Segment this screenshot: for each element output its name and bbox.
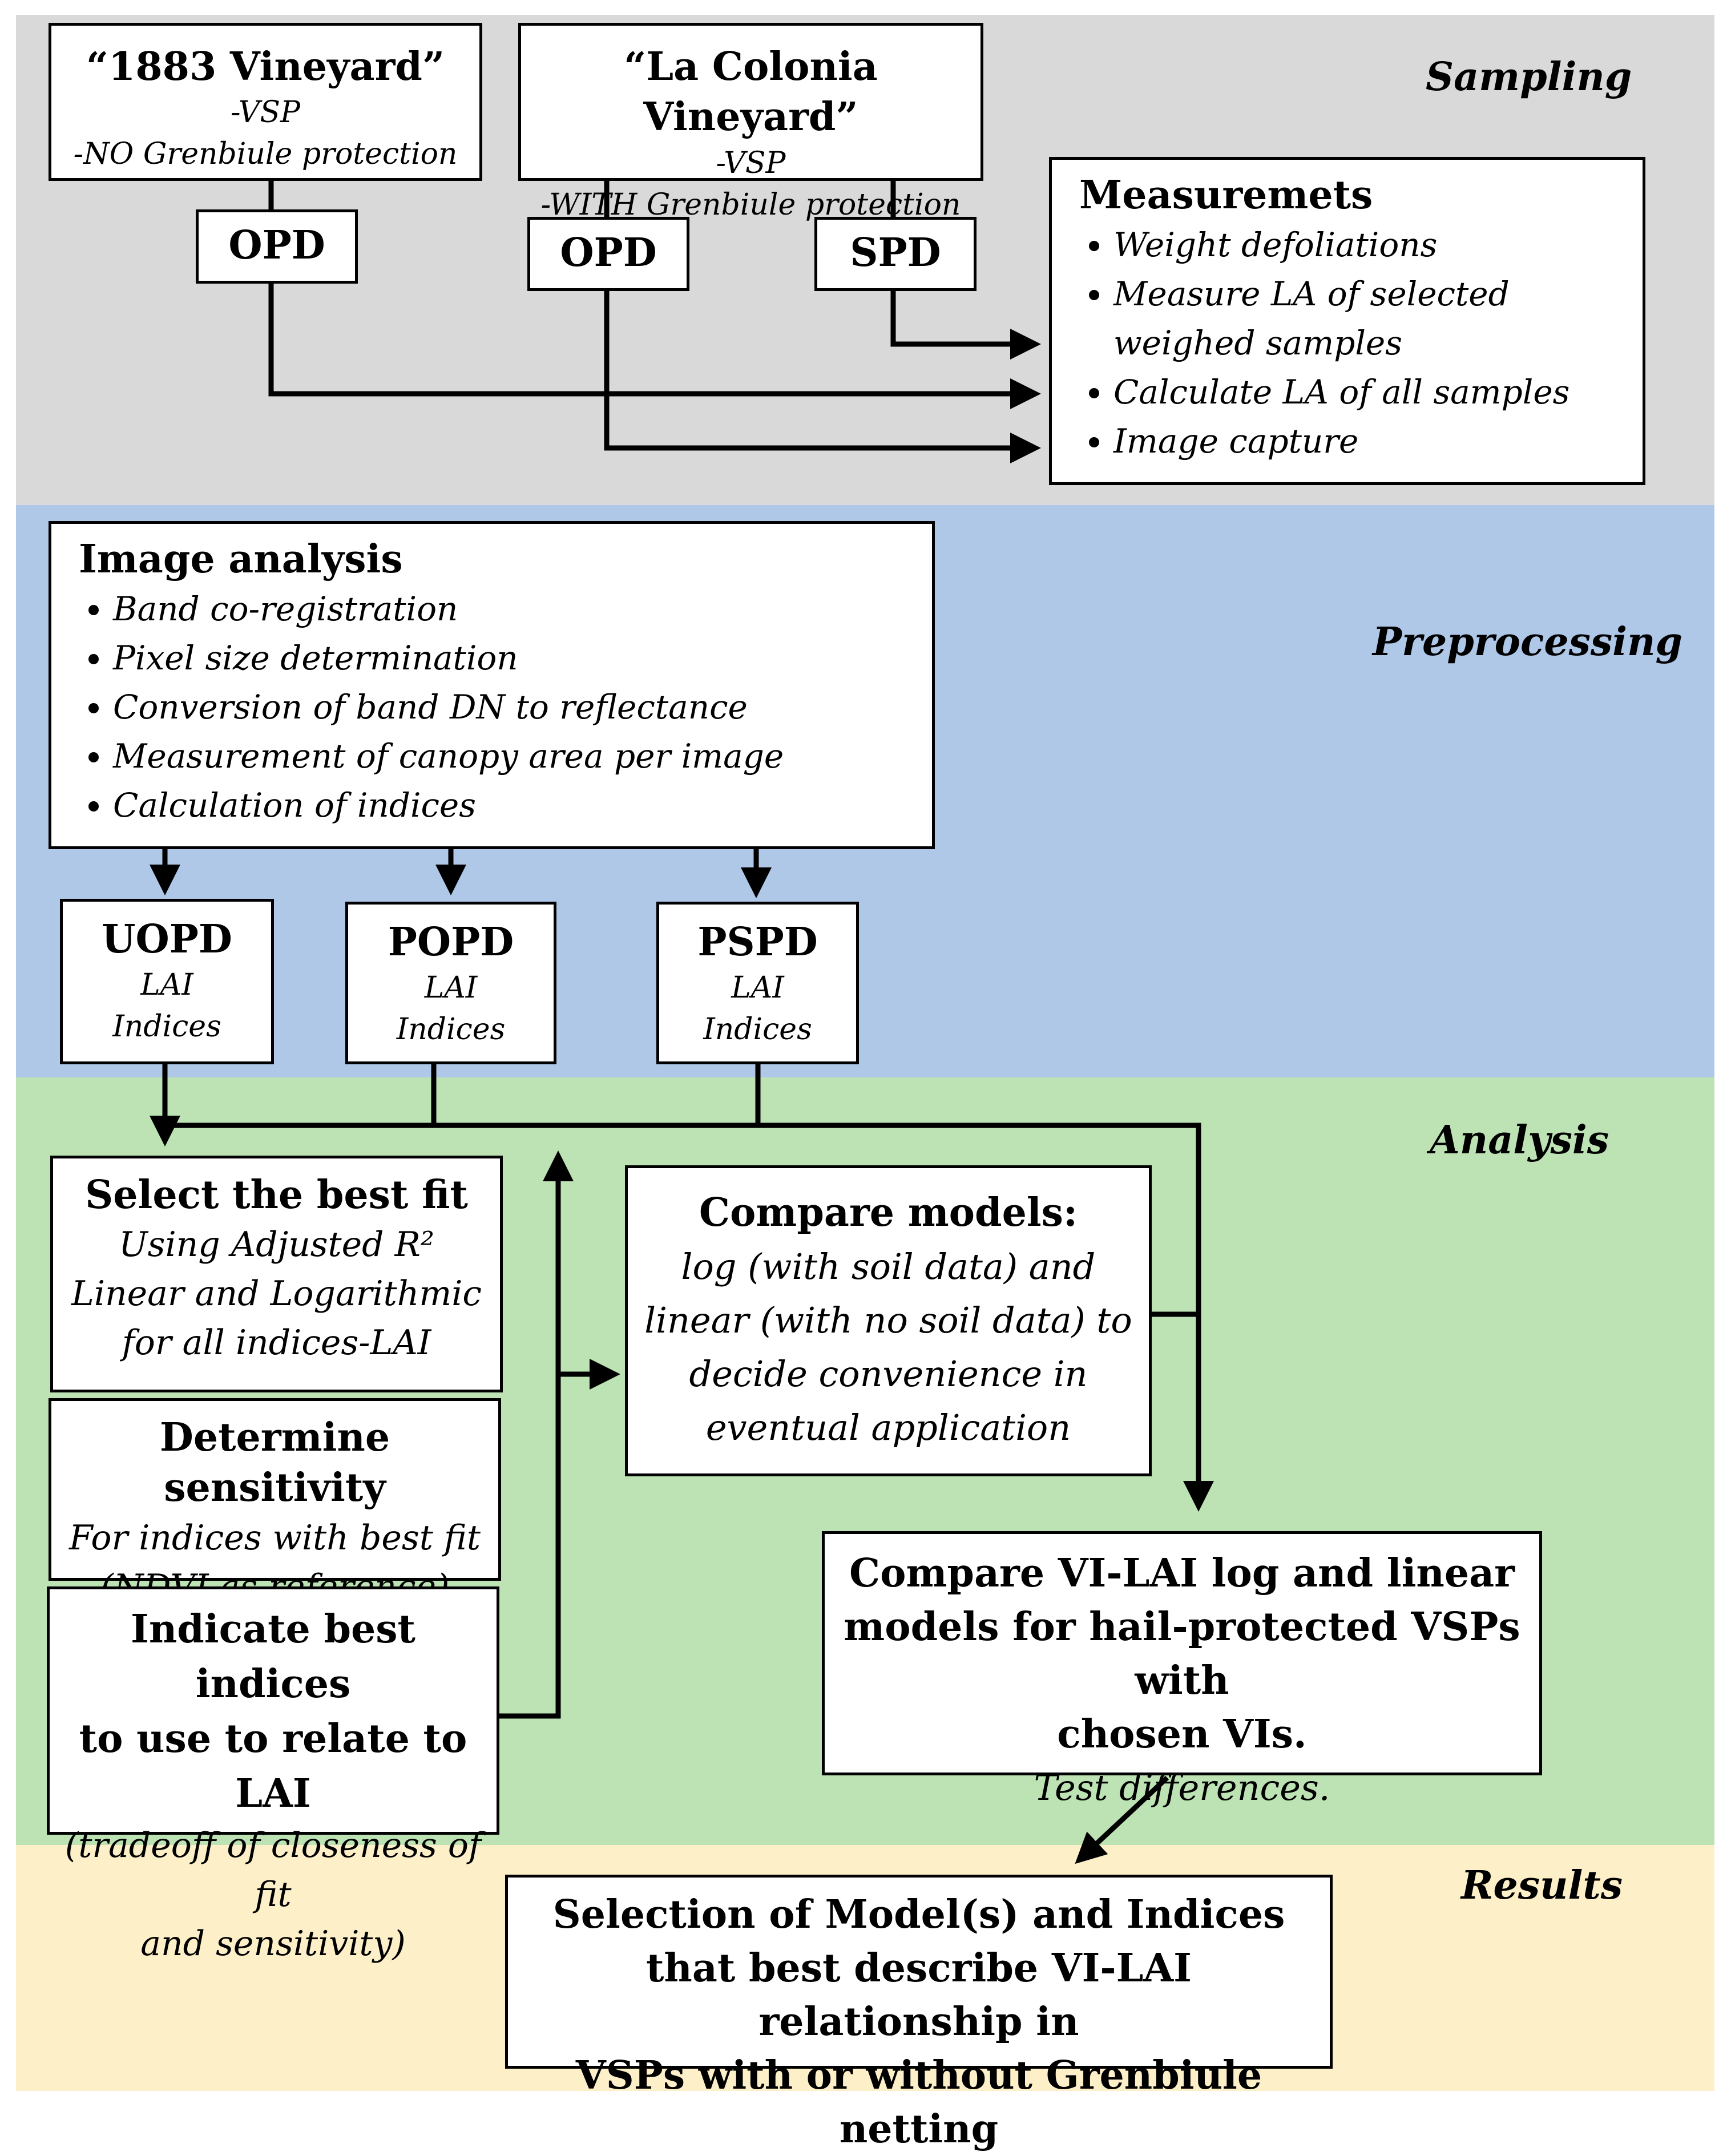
measurements-box: Measuremets Weight defoliations Measure … — [1049, 157, 1645, 485]
section-label-analysis: Analysis — [1430, 1117, 1609, 1163]
compare-models-title: Compare models: — [699, 1190, 1078, 1236]
image-analysis-box: Image analysis Band co-registration Pixe… — [49, 521, 935, 849]
arrow-best-indices-up — [498, 1150, 574, 1719]
measurements-item: Measure LA of selected weighed samples — [1113, 269, 1643, 368]
dataset-line: LAI — [731, 971, 784, 1006]
measurements-title: Measuremets — [1079, 172, 1373, 218]
opd-box-la-colonia: OPD — [527, 217, 689, 291]
sensitivity-line: For indices with best fit — [68, 1517, 481, 1558]
image-analysis-item: Calculation of indices — [113, 781, 932, 830]
dataset-box-pspd: PSPD LAI Indices — [656, 902, 859, 1064]
best-fit-box: Select the best fit Using Adjusted R² Li… — [50, 1156, 503, 1392]
dataset-title: POPD — [388, 919, 514, 965]
selection-box: Selection of Model(s) and Indices that b… — [505, 1875, 1333, 2152]
opd-box-1883: OPD — [196, 209, 358, 284]
measurements-item: Weight defoliations — [1113, 220, 1643, 269]
dataset-line: LAI — [424, 971, 478, 1006]
best-fit-line: Linear and Logarithmic — [71, 1274, 482, 1314]
selection-title: VSPs with or without Grenbiule netting — [575, 2053, 1262, 2152]
image-analysis-item: Conversion of band DN to reflectance — [113, 683, 932, 732]
dataset-line: Indices — [112, 1010, 221, 1044]
dataset-box-uopd: UOPD LAI Indices — [60, 899, 274, 1064]
image-analysis-item: Measurement of canopy area per image — [113, 732, 932, 781]
spd-box: SPD — [814, 217, 977, 291]
dataset-box-popd: POPD LAI Indices — [345, 902, 556, 1064]
image-analysis-title: Image analysis — [79, 536, 403, 582]
selection-title: Selection of Model(s) and Indices — [552, 1892, 1285, 1937]
vineyard-la-colonia-line: -VSP — [716, 146, 786, 180]
vineyard-1883-line: -VSP — [231, 95, 300, 130]
image-analysis-item: Band co-registration — [113, 584, 932, 633]
compare-vi-lai-title: chosen VIs. — [1057, 1711, 1307, 1757]
arrow-opd2-measurements — [604, 290, 1041, 463]
arrow-spd-measurements — [890, 290, 1041, 360]
sensitivity-title: Determine sensitivity — [159, 1415, 390, 1511]
section-label-sampling: Sampling — [1426, 54, 1632, 100]
measurements-item: Calculate LA of all samples — [1113, 368, 1643, 417]
compare-models-box: Compare models: log (with soil data) and… — [625, 1165, 1152, 1476]
compare-models-line: linear (with no soil data) to — [644, 1299, 1132, 1341]
best-fit-line: Using Adjusted R² — [119, 1225, 434, 1265]
compare-vi-lai-title: Compare VI-LAI log and linear — [849, 1551, 1515, 1596]
opd-la-colonia-label: OPD — [560, 230, 657, 276]
connector-arrows — [150, 179, 1214, 1864]
section-label-results: Results — [1461, 1863, 1623, 1908]
dataset-line: Indices — [396, 1012, 506, 1047]
best-fit-line: for all indices-LAI — [122, 1323, 431, 1363]
sensitivity-box: Determine sensitivity For indices with b… — [49, 1398, 501, 1607]
image-analysis-item: Pixel size determination — [113, 633, 932, 683]
compare-models-line: decide convenience in — [689, 1353, 1088, 1395]
arrow-to-compare-vi — [165, 1123, 1214, 1512]
arrow-opd1-measurements — [268, 282, 1041, 409]
best-indices-line: and sensitivity) — [140, 1924, 406, 1964]
spd-label: SPD — [850, 230, 941, 276]
best-indices-title: Indicate best indices — [131, 1606, 415, 1707]
dataset-line: Indices — [703, 1012, 812, 1047]
best-fit-title: Select the best fit — [85, 1172, 468, 1218]
opd-1883-label: OPD — [228, 223, 325, 268]
compare-vi-lai-box: Compare VI-LAI log and linear models for… — [822, 1531, 1542, 1808]
vineyard-la-colonia-line: -WITH Grenbiule protection — [540, 187, 961, 222]
best-indices-line: (tradeoff of closeness of fit — [64, 1826, 482, 1915]
measurements-item: Image capture — [1113, 417, 1643, 466]
arrow-to-selection — [1075, 1775, 1169, 1864]
section-label-preprocessing: Preprocessing — [1373, 619, 1683, 665]
compare-vi-lai-title: models for hail-protected VSPs with — [844, 1604, 1520, 1703]
measurements-list: Weight defoliations Measure LA of select… — [1079, 220, 1643, 466]
vineyard-1883-title: “1883 Vineyard” — [86, 44, 445, 90]
dataset-title: UOPD — [102, 916, 232, 962]
best-indices-title: to use to relate to LAI — [79, 1716, 467, 1816]
image-analysis-list: Band co-registration Pixel size determin… — [79, 584, 932, 830]
compare-models-line: log (with soil data) and — [681, 1246, 1096, 1287]
selection-title: that best describe VI-LAI relationship i… — [646, 1945, 1192, 2045]
compare-vi-lai-line: Test differences. — [1034, 1767, 1330, 1808]
compare-models-line: eventual application — [705, 1407, 1071, 1448]
vineyard-1883-line: -NO Grenbiule protection — [73, 137, 458, 172]
best-indices-box: Indicate best indices to use to relate t… — [47, 1586, 499, 1964]
dataset-title: PSPD — [697, 919, 818, 965]
vineyard-la-colonia-box: “La Colonia Vineyard” -VSP -WITH Grenbiu… — [518, 23, 983, 222]
vineyard-1883-box: “1883 Vineyard” -VSP -NO Grenbiule prote… — [49, 23, 482, 181]
dataset-line: LAI — [140, 968, 193, 1003]
vineyard-la-colonia-title: “La Colonia Vineyard” — [624, 44, 878, 140]
